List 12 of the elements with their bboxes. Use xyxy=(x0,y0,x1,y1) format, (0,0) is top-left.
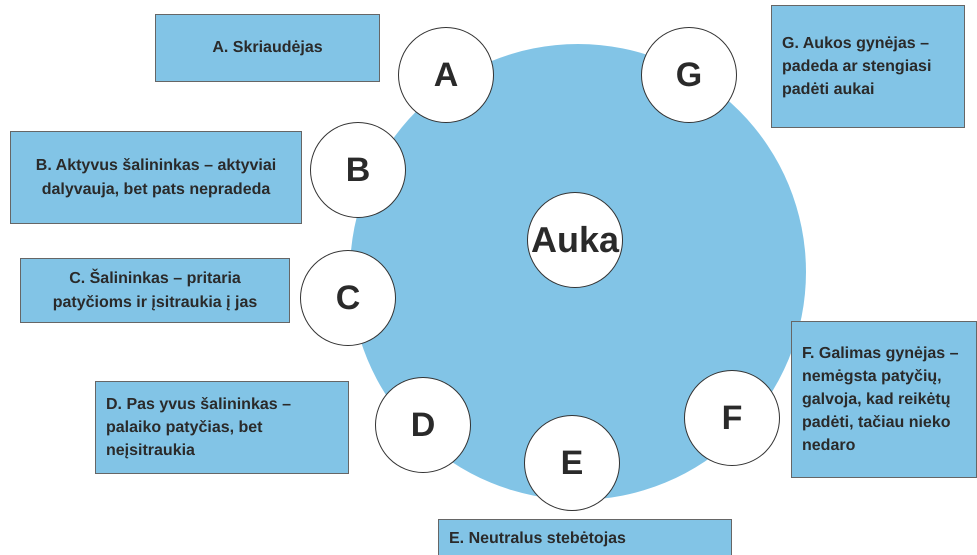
letter-circle: G xyxy=(641,27,737,123)
letter-circle: B xyxy=(310,122,406,218)
text-box: C. Šalininkas – pritaria patyčioms ir įsitraukia į jas xyxy=(20,258,290,323)
text-box: B. Aktyvus šalininkas – aktyviai dalyvauja, bet pats nepradeda xyxy=(10,131,302,224)
text-box: E. Neutralus stebėtojas xyxy=(438,519,732,555)
text-box: A. Skriaudėjas xyxy=(155,14,380,82)
letter-circle: A xyxy=(398,27,494,123)
letter-circle: C xyxy=(300,250,396,346)
center-circle: Auka xyxy=(527,192,623,288)
text-box: D. Pas yvus šalininkas – palaiko patyčias, bet neįsitraukia xyxy=(95,381,349,474)
text-box: F. Galimas gynėjas – nemėgsta patyčių, galvoja, kad reikėtų padėti, tačiau nieko nedaro xyxy=(791,321,977,478)
text-box: G. Aukos gynėjas – padeda ar stengiasi padėti aukai xyxy=(771,5,965,128)
